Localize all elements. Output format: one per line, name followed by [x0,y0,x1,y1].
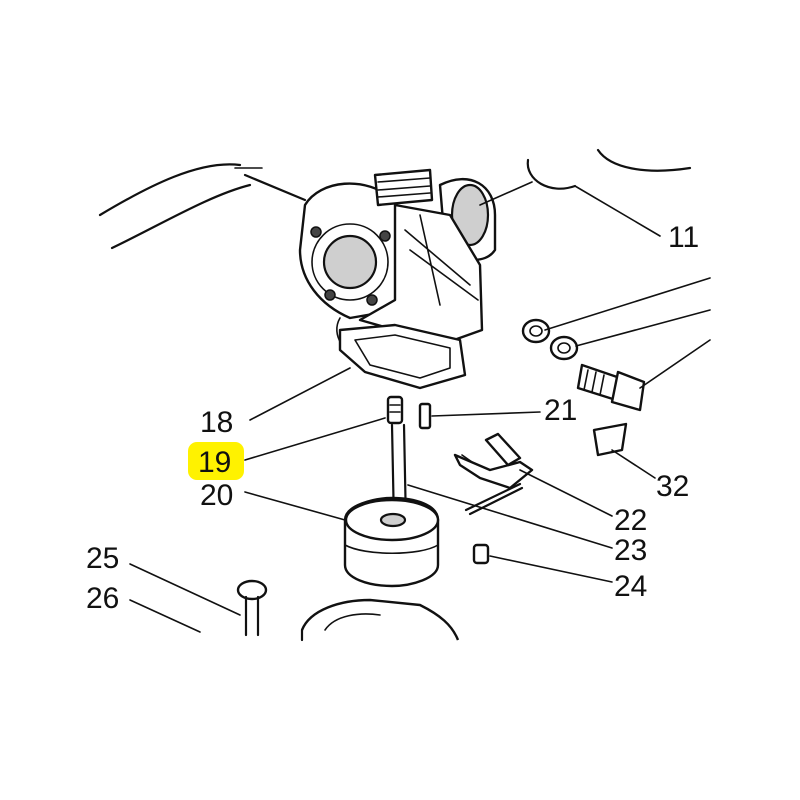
banjo-bolt [576,363,646,412]
float-arm-22 [453,432,534,490]
leader-lines [129,181,711,633]
label-25: 25 [86,542,119,575]
bowl-screw [236,579,268,637]
small-pin-21 [418,402,432,430]
clip-32 [592,422,628,457]
carburetor-body [298,168,497,390]
label-20: 20 [200,479,233,512]
label-26: 26 [86,582,119,615]
label-22: 22 [614,504,647,537]
background-parts [98,148,692,250]
washers [521,318,579,361]
part-labels: 11 18 19 20 21 32 22 23 24 25 26 [86,221,699,615]
float-needle-19 [386,395,404,425]
float-20 [343,496,440,588]
label-11: 11 [668,221,699,254]
label-32: 32 [656,470,689,503]
label-21: 21 [544,394,577,427]
label-18: 18 [200,406,233,439]
float-bowl [300,598,460,642]
label-19: 19 [198,446,231,479]
label-24: 24 [614,570,647,603]
label-23: 23 [614,534,647,567]
screw-24 [472,543,490,565]
highlight-19 [188,442,244,480]
